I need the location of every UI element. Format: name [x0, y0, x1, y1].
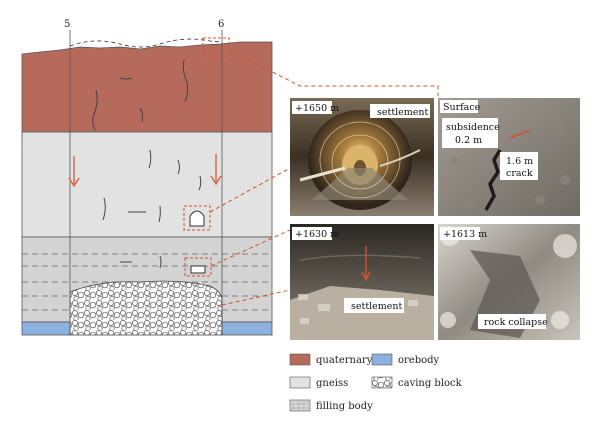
svg-text:caving block: caving block	[398, 378, 463, 389]
photo-1630-caption: settlement	[351, 301, 403, 312]
caving-block	[69, 280, 223, 336]
original-surface-line	[69, 38, 223, 48]
section-marker-5: 5	[64, 19, 70, 30]
settlement-arrows	[68, 154, 222, 188]
photo-1650-caption: settlement	[377, 107, 429, 118]
leader-lines	[209, 49, 439, 306]
subsidence-label: subsidence	[446, 122, 500, 133]
cross-section: 5 6	[21, 19, 273, 336]
photo-1630-elevation: +1630 m	[295, 229, 339, 240]
svg-text:quaternary: quaternary	[316, 355, 373, 366]
gneiss-layer	[21, 131, 273, 238]
crack-label: crack	[506, 168, 533, 179]
legend-filling-body: filling body	[289, 399, 373, 412]
tunnel-icon-lower	[184, 257, 212, 277]
svg-text:filling body: filling body	[316, 401, 373, 412]
crack-width-label: 1.6 m	[506, 156, 533, 167]
orebody-left	[21, 321, 71, 336]
legend-caving-block: caving block	[371, 376, 463, 389]
orebody-right	[221, 321, 273, 336]
legend: quaternary orebody gneiss caving block f…	[289, 353, 463, 412]
photo-1613-caption: rock collapse	[484, 317, 548, 328]
surface-marker-box	[202, 37, 230, 57]
legend-gneiss: gneiss	[289, 376, 348, 389]
photo-1613-elevation: +1613 m	[443, 229, 487, 240]
tunnel-icon-upper	[183, 205, 211, 231]
photo-1650-tunnel: +1650 m settlement	[290, 98, 434, 216]
cracks	[92, 59, 202, 269]
svg-text:gneiss: gneiss	[316, 378, 348, 389]
photo-1613-collapse: +1613 m rock collapse	[438, 224, 580, 340]
svg-text:orebody: orebody	[398, 355, 440, 366]
photo-1630-settlement: +1630 m settlement	[290, 224, 434, 340]
surface-crack-line	[484, 149, 502, 211]
quaternary-layer	[21, 41, 273, 133]
legend-orebody: orebody	[371, 353, 440, 366]
surface-label: Surface	[443, 102, 481, 113]
photo-surface-crack: Surface subsidence 0.2 m 1.6 m crack	[438, 98, 580, 216]
photo-1650-elevation: +1650 m	[295, 103, 339, 114]
section-marker-6: 6	[218, 19, 224, 30]
legend-quaternary: quaternary	[289, 353, 373, 366]
subsidence-value: 0.2 m	[455, 135, 482, 146]
